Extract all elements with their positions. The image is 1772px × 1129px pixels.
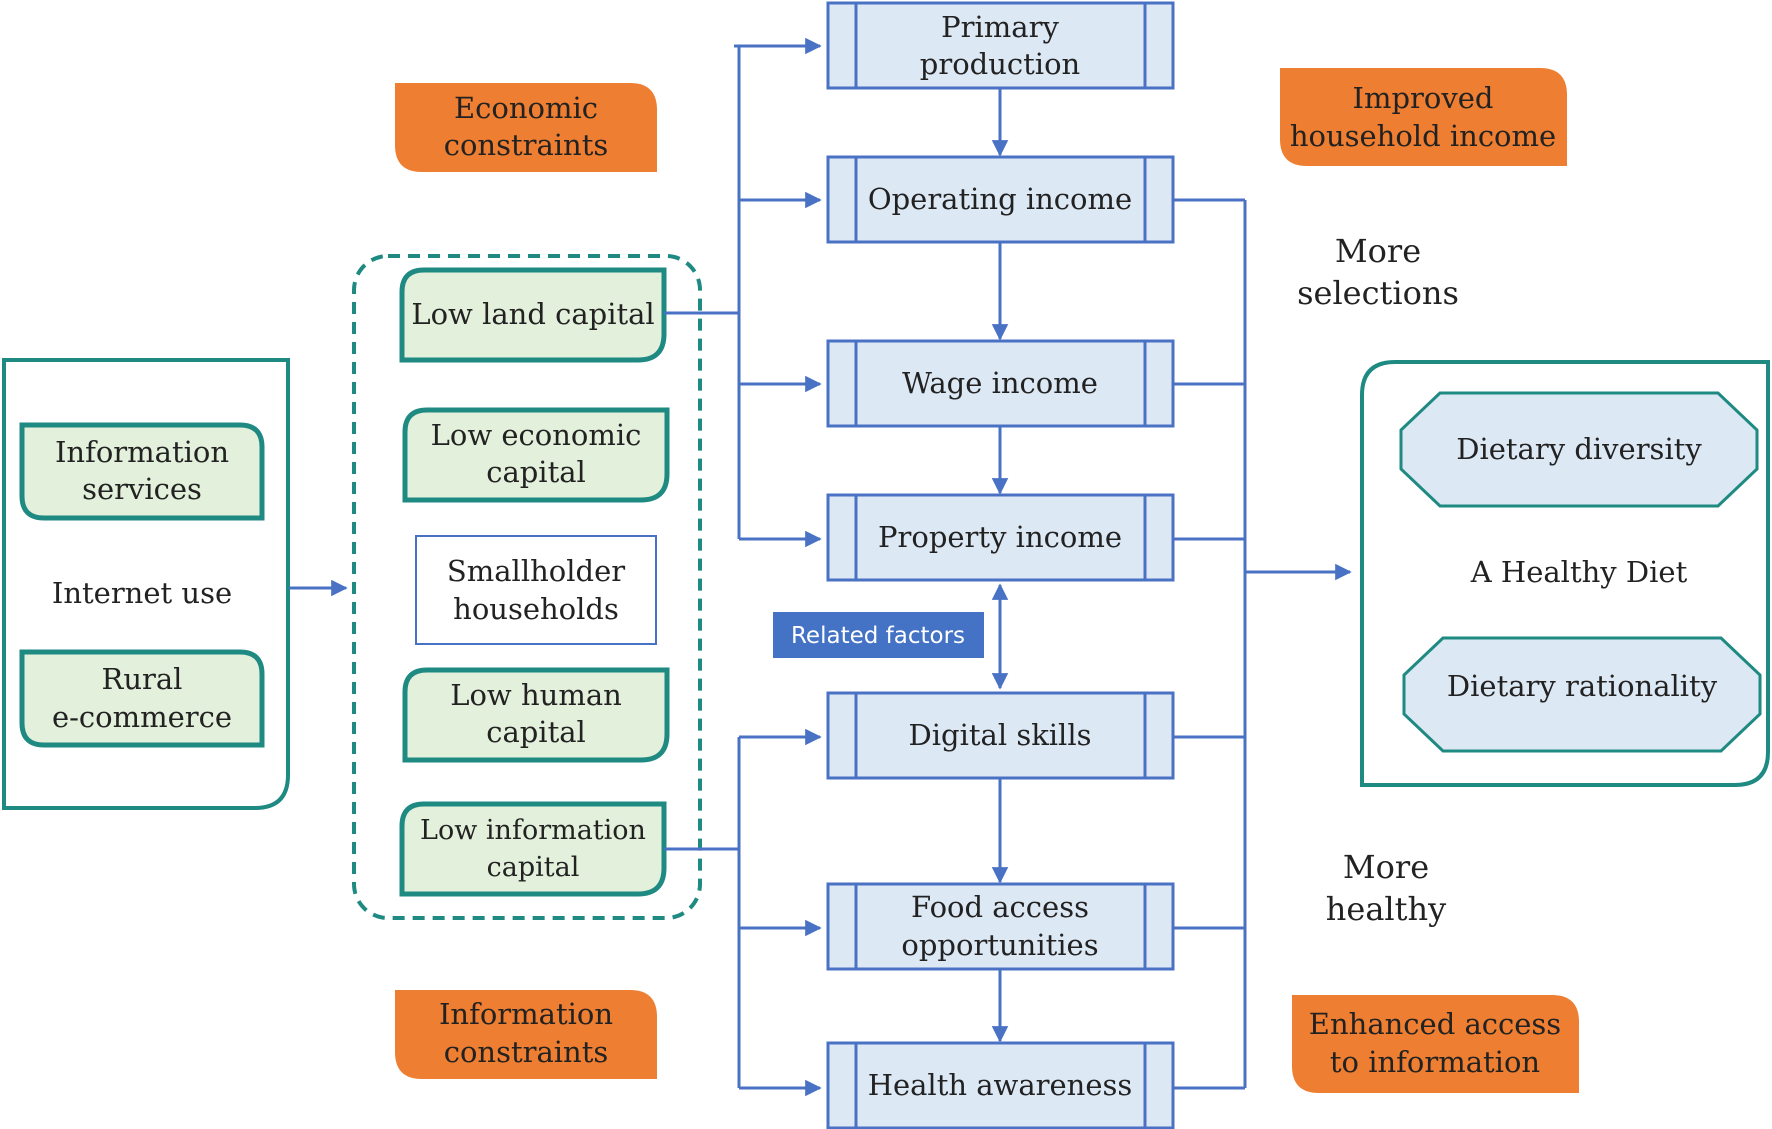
smallholder-households-node: Smallholder households [415, 535, 657, 645]
rural-e-commerce-node: Rural e-commerce [19, 649, 265, 748]
primary-production-label-line1: Primary [941, 10, 1059, 44]
flow-box-operating-income: Operating income [826, 155, 1175, 244]
health-awareness-label: Health awareness [868, 1068, 1133, 1102]
low-human-capital-label-line1: Low human [450, 678, 622, 712]
operating-income-label: Operating income [868, 182, 1132, 216]
low-human-capital-node: Low human capital [402, 667, 670, 763]
low-economic-capital-node: Low economic capital [402, 407, 670, 503]
food-access-label-line2: opportunities [901, 928, 1098, 962]
more-selections-label-line2: selections [1297, 274, 1459, 312]
related-factors-tag: Related factors [773, 612, 984, 658]
healthy-diet-panel: Dietary diversity A Healthy Diet Dietary… [1360, 360, 1770, 787]
information-services-label-line1: Information [55, 435, 229, 469]
smallholder-households-label-line2: households [453, 592, 619, 626]
enhanced-access-tag: Enhanced access to information [1292, 995, 1579, 1093]
low-economic-capital-label-line2: capital [486, 455, 586, 489]
food-access-label-line1: Food access [911, 890, 1089, 924]
flow-box-health-awareness: Health awareness [826, 1041, 1175, 1129]
low-economic-capital-label-line1: Low economic [431, 418, 642, 452]
improved-household-income-tag: Improved household income [1280, 68, 1567, 166]
economic-constraints-label-line2: constraints [444, 128, 609, 162]
property-income-label: Property income [878, 520, 1122, 554]
related-factors-label: Related factors [791, 623, 965, 649]
flow-box-wage-income: Wage income [826, 339, 1175, 428]
low-human-capital-label-line2: capital [486, 715, 586, 749]
more-selections-label-line1: More [1335, 232, 1421, 270]
household-group-dashed-border [352, 254, 702, 920]
rural-e-commerce-label-line2: e-commerce [52, 700, 232, 734]
right-connectors [1173, 198, 1352, 1090]
healthy-diet-title: A Healthy Diet [1470, 555, 1688, 589]
flow-box-primary-production: Primary production [826, 1, 1175, 90]
low-land-capital-node: Low land capital [399, 267, 667, 363]
rural-e-commerce-label-line1: Rural [102, 662, 183, 696]
smallholder-household-group: Low land capital Low economic capital Sm… [352, 254, 702, 920]
dietary-diversity-label: Dietary diversity [1456, 432, 1702, 466]
dietary-rationality-node: Dietary rationality [1402, 636, 1762, 753]
enhanced-access-label-line2: to information [1330, 1045, 1540, 1079]
low-information-capital-label-line2: capital [487, 852, 580, 883]
information-constraints-label-line2: constraints [444, 1035, 609, 1069]
wage-income-label: Wage income [902, 366, 1098, 400]
primary-production-label-line2: production [920, 47, 1080, 81]
information-services-node: Information services [19, 422, 265, 521]
information-services-label-line2: services [82, 472, 202, 506]
economic-constraints-tag: Economic constraints [395, 83, 657, 172]
more-healthy-label-line1: More [1343, 848, 1429, 886]
internet-use-panel: Information services Internet use Rural … [2, 358, 290, 810]
flow-box-food-access-opportunities: Food access opportunities [826, 882, 1175, 971]
enhanced-access-label-line1: Enhanced access [1309, 1007, 1561, 1041]
more-healthy-label-line2: healthy [1326, 890, 1446, 928]
low-land-capital-label: Low land capital [411, 297, 654, 331]
improved-household-income-label-line2: household income [1290, 119, 1556, 153]
smallholder-households-label-line1: Smallholder [447, 554, 625, 588]
left-connectors [664, 37, 822, 1097]
flow-box-digital-skills: Digital skills [826, 691, 1175, 780]
information-constraints-label-line1: Information [439, 997, 613, 1031]
improved-household-income-label-line1: Improved [1353, 81, 1494, 115]
information-constraints-tag: Information constraints [395, 990, 657, 1079]
low-information-capital-label-line1: Low information [420, 815, 646, 846]
digital-skills-label: Digital skills [909, 718, 1092, 752]
economic-constraints-label-line1: Economic [454, 91, 598, 125]
internet-use-title: Internet use [52, 576, 232, 610]
dietary-diversity-node: Dietary diversity [1399, 391, 1759, 508]
low-information-capital-node: Low information capital [399, 801, 667, 897]
flow-box-property-income: Property income [826, 493, 1175, 582]
dietary-rationality-label: Dietary rationality [1447, 669, 1718, 703]
